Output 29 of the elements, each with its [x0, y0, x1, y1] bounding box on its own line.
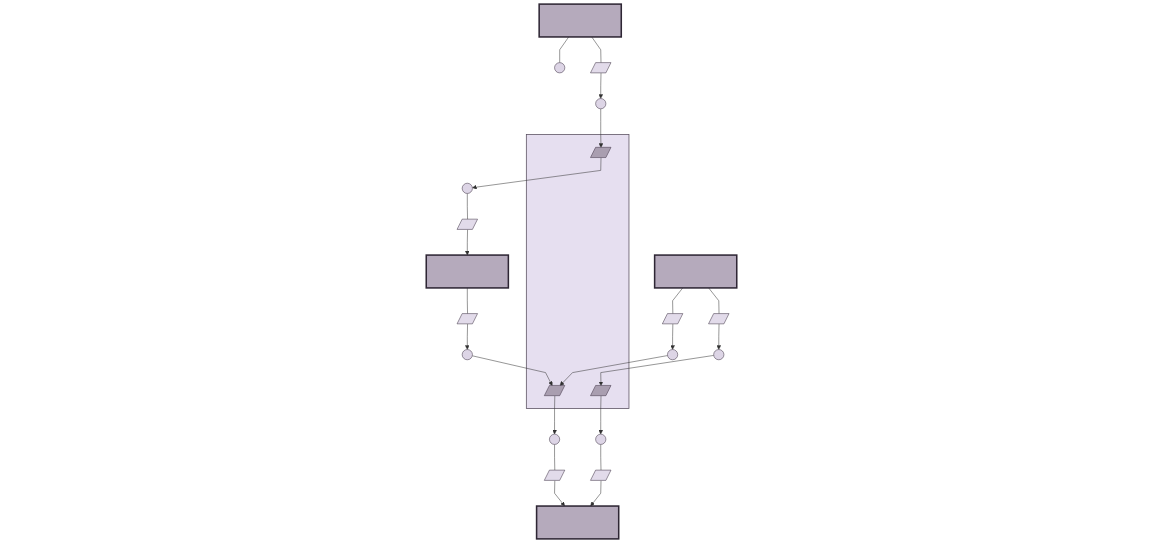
node-circle — [595, 98, 607, 110]
connector — [559, 36, 569, 63]
node-circle — [554, 62, 566, 74]
connector — [591, 36, 602, 64]
connector — [672, 287, 683, 315]
node-circle — [549, 433, 560, 445]
node-parallelogram — [708, 313, 730, 325]
node-cube — [535, 505, 620, 540]
cluster — [525, 134, 630, 409]
node-cube — [425, 254, 510, 289]
node-parallelogram — [456, 218, 478, 230]
node-cube — [653, 254, 738, 289]
node-circle — [667, 349, 678, 361]
node-cube — [538, 3, 623, 38]
node-parallelogram — [590, 385, 612, 396]
node-parallelogram — [456, 313, 478, 325]
node-parallelogram — [590, 147, 612, 158]
node-circle — [595, 433, 607, 445]
node-parallelogram — [590, 469, 612, 481]
node-parallelogram — [544, 385, 566, 396]
connector — [467, 287, 468, 315]
connector — [708, 287, 720, 315]
connector — [467, 193, 468, 220]
node-circle — [461, 349, 473, 361]
node-circle — [461, 182, 473, 194]
node-parallelogram — [662, 313, 684, 325]
node-circle — [713, 349, 725, 361]
node-parallelogram — [590, 62, 612, 74]
node-parallelogram — [544, 469, 566, 481]
